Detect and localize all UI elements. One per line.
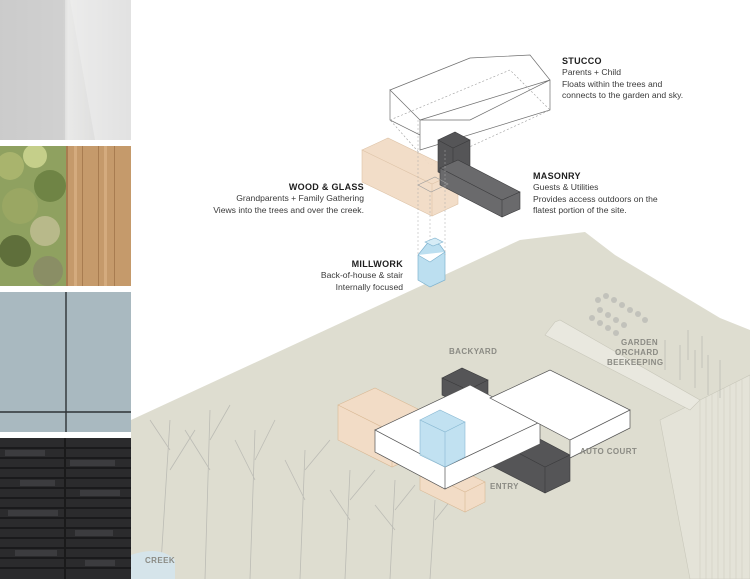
masonry-line-2: Provides access outdoors on the xyxy=(533,193,658,204)
brick-swatch xyxy=(0,438,131,579)
entry-label: ENTRY xyxy=(490,482,519,491)
wood-and-trees-swatch xyxy=(0,146,131,286)
alignment-lines xyxy=(417,120,446,255)
orchard-trees xyxy=(664,330,721,398)
stucco-title: STUCCO xyxy=(562,56,602,66)
wood-glass-caption: WOOD & GLASS Grandparents + Family Gathe… xyxy=(201,182,364,216)
site-hatch xyxy=(699,379,743,579)
stucco-line-1: Parents + Child xyxy=(562,67,621,78)
backyard-label: BACKYARD xyxy=(449,347,498,356)
millwork-exploded-cap xyxy=(424,237,444,247)
stucco-line-2: Floats within the trees and xyxy=(562,78,663,89)
masonry-line-1: Guests & Utilities xyxy=(533,182,599,193)
wood-glass-line-2: Views into the trees and over the creek. xyxy=(213,204,364,215)
masonry-caption: MASONRY Guests & Utilities Provides acce… xyxy=(533,171,658,217)
millwork-line-1: Back-of-house & stair xyxy=(320,270,403,281)
stucco-line-3: connects to the garden and sky. xyxy=(562,90,684,101)
brick-texture xyxy=(0,438,131,579)
stucco-wing xyxy=(489,369,631,459)
garden-label: GARDEN xyxy=(621,338,659,347)
driveway xyxy=(544,319,701,411)
glass-panel-joints xyxy=(0,292,131,432)
glass-panel-swatch xyxy=(0,292,131,432)
millwork-line-2: Internally focused xyxy=(335,281,403,292)
glass-exploded xyxy=(417,176,449,193)
millwork-caption: MILLWORK Back-of-house & stair Internall… xyxy=(283,259,403,293)
stucco-caption: STUCCO Parents + Child Floats within the… xyxy=(562,56,683,102)
stucco-exploded xyxy=(389,54,551,151)
forest-trees xyxy=(149,404,456,580)
millwork-title: MILLWORK xyxy=(351,259,403,269)
masonry-line-3: flatest portion of the site. xyxy=(533,205,627,216)
axonometric-diagram: STUCCO Parents + Child Floats within the… xyxy=(131,0,750,580)
stucco-swatch xyxy=(0,0,131,140)
auto-court-label: AUTO COURT xyxy=(580,447,638,456)
masonry-exploded-bar xyxy=(439,159,521,218)
beekeeping-label: BEEKEEPING xyxy=(607,358,664,367)
creek-label: CREEK xyxy=(145,556,176,565)
orchard-label: ORCHARD xyxy=(615,348,659,357)
axonometric-drawing xyxy=(131,54,750,580)
creek xyxy=(131,551,175,579)
wood-texture xyxy=(0,146,131,286)
millwork-core xyxy=(419,409,466,468)
garden-plots xyxy=(589,293,648,336)
material-swatches xyxy=(0,0,131,579)
masonry-title: MASONRY xyxy=(533,171,581,181)
millwork-exploded xyxy=(417,239,446,288)
stucco-shadow-texture xyxy=(0,0,131,140)
wood-glass-title: WOOD & GLASS xyxy=(288,182,364,192)
wood-glass-line-1: Grandparents + Family Gathering xyxy=(236,193,364,204)
